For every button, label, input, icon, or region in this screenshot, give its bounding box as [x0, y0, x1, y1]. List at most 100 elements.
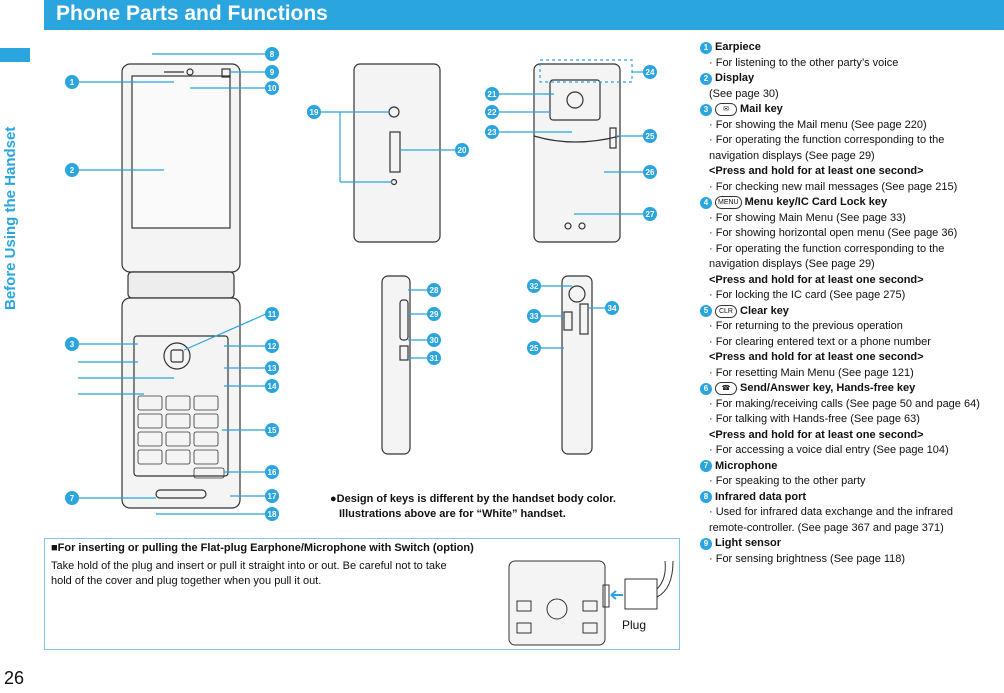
part-title: Light sensor: [715, 537, 782, 549]
press-hold-heading: <Press and hold for at least one second>: [709, 273, 924, 286]
callout-marker-20: [455, 143, 469, 157]
part-description: · For operating the function correspondi…: [709, 134, 945, 146]
earphone-info-text-line2: hold of the cover and plug together when…: [51, 575, 322, 587]
part-description: · For checking new mail messages (See pa…: [709, 180, 958, 193]
callout-number-32: 32: [530, 282, 539, 291]
callout-number-14: 14: [268, 382, 277, 391]
part-number-badge: 4: [700, 196, 712, 209]
callout-number-25: 25: [646, 132, 655, 141]
callout-number-9: 9: [270, 68, 275, 77]
part-number-badge: 1: [700, 41, 712, 54]
key-icon: ✉: [715, 103, 737, 117]
callout-marker-17: [265, 489, 279, 503]
callout-number-18: 18: [268, 510, 277, 519]
callout-number-25: 25: [530, 344, 539, 353]
part-description: · For operating the function correspondi…: [709, 242, 945, 255]
callout-number-22: 22: [488, 108, 497, 117]
callout-number-13: 13: [268, 364, 277, 373]
side-tab-label: Before Using the Handset: [2, 126, 19, 310]
callout-number-3: 3: [70, 340, 75, 349]
callout-number-19: 19: [310, 108, 319, 117]
part-description: · For accessing a voice dial entry (See …: [709, 444, 949, 456]
part-description: · For showing the Mail menu (See page 22…: [709, 118, 927, 131]
callout-marker-9: [265, 65, 279, 79]
part-reference: (See page 30): [709, 87, 779, 100]
callout-marker-7: [65, 491, 79, 505]
callout-number-16: 16: [268, 468, 277, 477]
callout-marker-3: [65, 337, 79, 351]
part-description: · For clearing entered text or a phone n…: [709, 335, 931, 348]
callout-number-15: 15: [268, 426, 277, 435]
key-icon: CLR: [715, 304, 737, 318]
callout-marker-18: [265, 507, 279, 521]
callout-number-26: 26: [646, 168, 655, 177]
part-item-heading: 6☎Send/Answer key, Hands-free key: [700, 381, 1004, 397]
part-number-badge: 3: [700, 103, 712, 116]
callout-marker-2: [65, 163, 79, 177]
callout-marker-28: [427, 283, 441, 297]
design-note: ●Design of keys is different by the hand…: [330, 492, 680, 522]
callout-marker-23: [485, 125, 499, 139]
callout-marker-30: [427, 333, 441, 347]
part-title: Infrared data port: [715, 490, 807, 503]
callout-marker-24: [643, 65, 657, 79]
key-icon: MENU: [715, 196, 742, 210]
callout-number-2: 2: [70, 166, 75, 175]
part-title: Mail key: [740, 103, 783, 115]
callout-number-21: 21: [488, 90, 497, 99]
callout-marker-25: [527, 341, 541, 355]
callout-marker-19: [307, 105, 321, 119]
callout-marker-22: [485, 105, 499, 119]
part-title: Clear key: [740, 304, 789, 317]
press-hold-heading: <Press and hold for at least one second>: [709, 351, 924, 363]
page-number: 26: [4, 668, 25, 688]
callout-marker-34: [605, 301, 619, 315]
callout-marker-13: [265, 361, 279, 375]
callout-marker-31: [427, 351, 441, 365]
callout-marker-16: [265, 465, 279, 479]
part-description: · For resetting Main Menu (See page 121): [709, 366, 914, 379]
part-description: · For showing Main Menu (See page 33): [709, 211, 906, 224]
side-tab-marker: [0, 48, 30, 62]
callout-marker-27: [643, 207, 657, 221]
press-hold-heading: <Press and hold for at least one second>: [709, 165, 924, 177]
callout-marker-12: [265, 339, 279, 353]
part-description: · For speaking to the other party: [709, 475, 866, 487]
earphone-info-box: ■For inserting or pulling the Flat-plug …: [44, 538, 680, 650]
callout-number-11: 11: [268, 310, 277, 319]
callout-number-20: 20: [458, 146, 467, 155]
part-item-heading: 3✉Mail key: [700, 102, 1004, 118]
callout-number-33: 33: [530, 312, 539, 321]
callout-marker-14: [265, 379, 279, 393]
key-icon: ☎: [715, 382, 737, 396]
plug-label: Plug: [622, 618, 647, 632]
part-title: Microphone: [715, 459, 778, 472]
callout-number-1: 1: [70, 78, 75, 87]
page-title: Phone Parts and Functions: [56, 2, 328, 25]
callout-number-17: 17: [268, 492, 277, 501]
callout-marker-33: [527, 309, 541, 323]
part-title: Menu key/IC Card Lock key: [744, 196, 888, 208]
callout-marker-15: [265, 423, 279, 437]
callout-marker-25: [643, 129, 657, 143]
callout-marker-26: [643, 165, 657, 179]
callout-number-7: 7: [70, 494, 75, 503]
part-description: · Used for infrared data exchange and th…: [709, 506, 953, 518]
callout-marker-8: [265, 47, 279, 61]
part-description: navigation displays (See page 29): [709, 258, 875, 270]
part-description: remote-controller. (See page 367 and pag…: [709, 521, 944, 534]
callout-number-31: 31: [430, 354, 439, 363]
callout-marker-11: [265, 307, 279, 321]
part-title: Display: [715, 72, 755, 84]
callout-number-10: 10: [268, 84, 277, 93]
